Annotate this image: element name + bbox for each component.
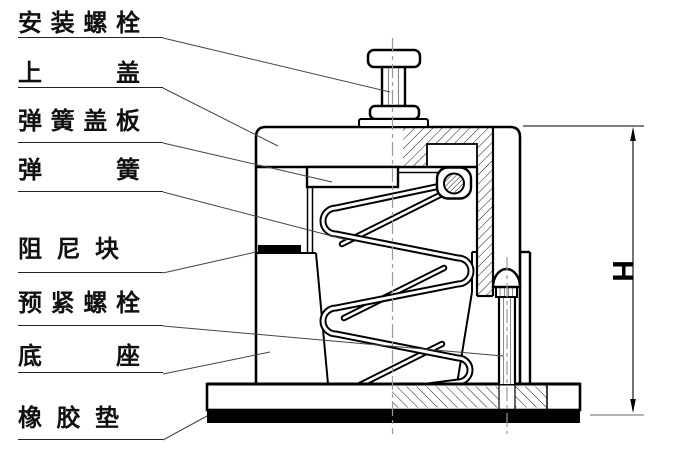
label-underline [18, 142, 163, 143]
label-rubber-pad: 橡胶垫 [18, 405, 119, 432]
label-underline [18, 272, 163, 273]
label-underline [18, 325, 163, 326]
spring-coils [319, 180, 475, 400]
top-cover-section-hatch [403, 128, 493, 297]
label-underline [18, 191, 163, 192]
label-mounting-bolt: 安装螺栓 [18, 10, 140, 37]
bolt-head [366, 48, 422, 69]
mounting-bolt-part [358, 48, 429, 128]
spring-wire-section [443, 172, 465, 195]
spring-cover-plate-part [305, 165, 473, 200]
label-underline [18, 372, 163, 373]
arrow-up-icon [630, 127, 636, 141]
leader-lines [162, 37, 504, 441]
height-dimension: H [523, 125, 644, 416]
label-underline [18, 439, 163, 440]
label-spring: 弹簧 [18, 157, 140, 184]
base-boss [256, 251, 478, 385]
label-pretension-bolt: 预紧螺栓 [18, 290, 140, 317]
label-top-cover: 上盖 [18, 60, 140, 87]
damping-block-part [258, 245, 301, 253]
arrow-down-icon [630, 399, 636, 413]
label-underline [18, 87, 163, 88]
label-spring-cover-plate: 弹簧盖板 [18, 108, 140, 135]
cover-recess [426, 143, 478, 168]
rubber-pad-part [207, 410, 580, 423]
label-underline [18, 37, 163, 38]
cover-inner-wall [306, 186, 314, 253]
label-base: 底座 [18, 343, 140, 370]
label-damping-block: 阻尼块 [18, 236, 119, 263]
bolt-nut [368, 104, 421, 121]
base-ear [520, 250, 532, 384]
base-plate [205, 382, 582, 412]
dimension-h-label: H [606, 260, 639, 282]
bolt-washer [358, 118, 429, 128]
centerlines [391, 38, 508, 434]
